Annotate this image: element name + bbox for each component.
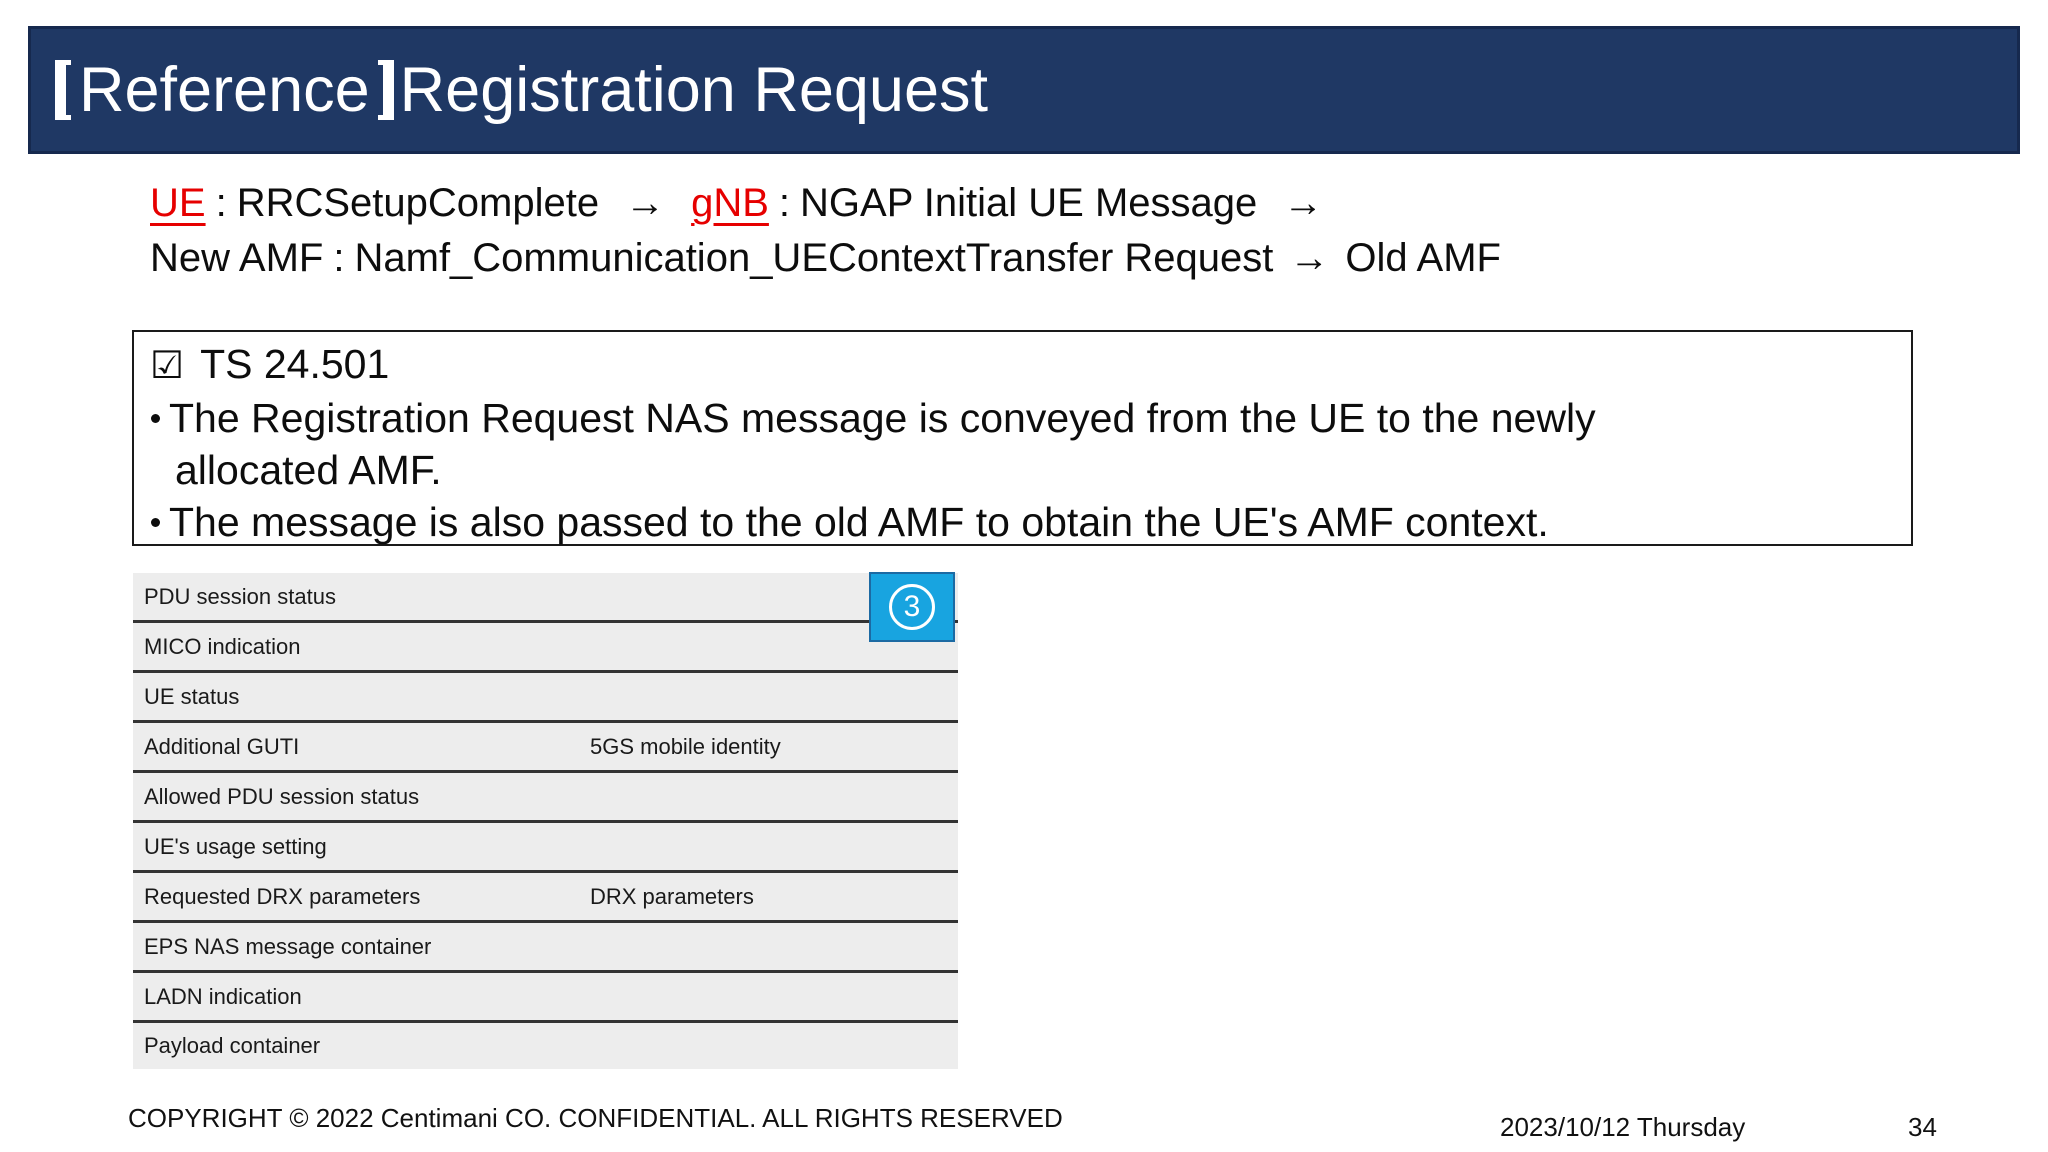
table-row: LADN indication <box>133 973 958 1023</box>
flow-node-old-amf: Old AMF <box>1345 236 1501 280</box>
spec-bullet-1-continuation: allocated AMF. <box>175 447 442 493</box>
table-row: Allowed PDU session status <box>133 773 958 823</box>
flow-node-gnb: gNB <box>691 181 769 225</box>
ie-label: UE's usage setting <box>144 833 327 859</box>
ie-label: Requested DRX parameters <box>144 883 421 909</box>
spec-title-row: ☑ TS 24.501 <box>150 338 1911 392</box>
spec-bullet-1: The Registration Request NAS message is … <box>150 392 1911 444</box>
flow-colon: : <box>333 236 345 280</box>
footer-page-number: 34 <box>1908 1112 1937 1142</box>
ie-value: DRX parameters <box>590 883 754 909</box>
table-row: UE's usage setting <box>133 823 958 873</box>
flow-line-2: New AMF:Namf_Communication_UEContextTran… <box>150 231 1501 286</box>
step-badge: 3 <box>869 572 955 642</box>
lenticular-bracket-close-icon <box>377 60 394 120</box>
flow-colon: : <box>215 181 227 225</box>
spec-note-box: ☑ TS 24.501 The Registration Request NAS … <box>132 330 1913 546</box>
flow-colon: : <box>778 181 791 225</box>
flow-msg-rrc: RRCSetupComplete <box>236 181 600 225</box>
spec-bullet-1-text: The Registration Request NAS message is … <box>169 395 1596 441</box>
circled-number-icon: 3 <box>889 584 935 630</box>
table-row: Requested DRX parameters DRX parameters <box>133 873 958 923</box>
ie-label: EPS NAS message container <box>144 933 432 959</box>
ie-label: PDU session status <box>144 583 336 609</box>
table-row: EPS NAS message container <box>133 923 958 973</box>
lenticular-bracket-open-icon <box>55 60 71 120</box>
ie-label: Allowed PDU session status <box>144 783 420 809</box>
ie-label: Additional GUTI <box>144 733 300 759</box>
footer-date: 2023/10/12 Thursday <box>1500 1112 1746 1142</box>
spec-bullet-2: The message is also passed to the old AM… <box>150 496 1911 548</box>
spec-bullet-2-text: The message is also passed to the old AM… <box>169 499 1549 545</box>
table-row: MICO indication <box>133 623 958 673</box>
flow-line-1: UE:RRCSetupComplete→gNB:NGAP Initial UE … <box>150 176 1501 231</box>
bullet-icon <box>151 414 160 423</box>
ie-label: Payload container <box>144 1033 321 1058</box>
ie-label: LADN indication <box>144 983 302 1009</box>
table-row: UE status <box>133 673 958 723</box>
ie-table: PDU session status MICO indication UE st… <box>133 573 958 1069</box>
title-bracket-word: Reference <box>79 54 370 125</box>
table-row: PDU session status <box>133 573 958 623</box>
spec-number: TS 24.501 <box>200 341 390 387</box>
table-row: Payload container <box>133 1023 958 1069</box>
title-bar: Reference Registration Request <box>28 26 2020 154</box>
right-arrow-icon: → <box>625 181 666 225</box>
checkbox-checked-icon: ☑ <box>150 345 185 387</box>
ie-label: MICO indication <box>144 633 301 659</box>
ie-label: UE status <box>144 683 240 709</box>
table-row: Additional GUTI 5GS mobile identity <box>133 723 958 773</box>
bullet-icon <box>151 518 160 527</box>
page-title: Reference Registration Request <box>53 54 988 125</box>
flow-node-ue: UE <box>150 181 206 225</box>
title-rest: Registration Request <box>399 54 988 125</box>
ie-value: 5GS mobile identity <box>590 733 781 759</box>
footer-copyright: COPYRIGHT © 2022 Centimani CO. CONFIDENT… <box>128 1103 1063 1133</box>
flow-node-new-amf: New AMF <box>150 236 324 280</box>
flow-msg-ngap: NGAP Initial UE Message <box>800 181 1258 225</box>
right-arrow-icon: → <box>1283 181 1324 225</box>
flow-msg-namf: Namf_Communication_UEContextTransfer Req… <box>354 236 1274 280</box>
message-flow: UE:RRCSetupComplete→gNB:NGAP Initial UE … <box>150 176 1501 286</box>
right-arrow-icon: → <box>1289 236 1330 280</box>
